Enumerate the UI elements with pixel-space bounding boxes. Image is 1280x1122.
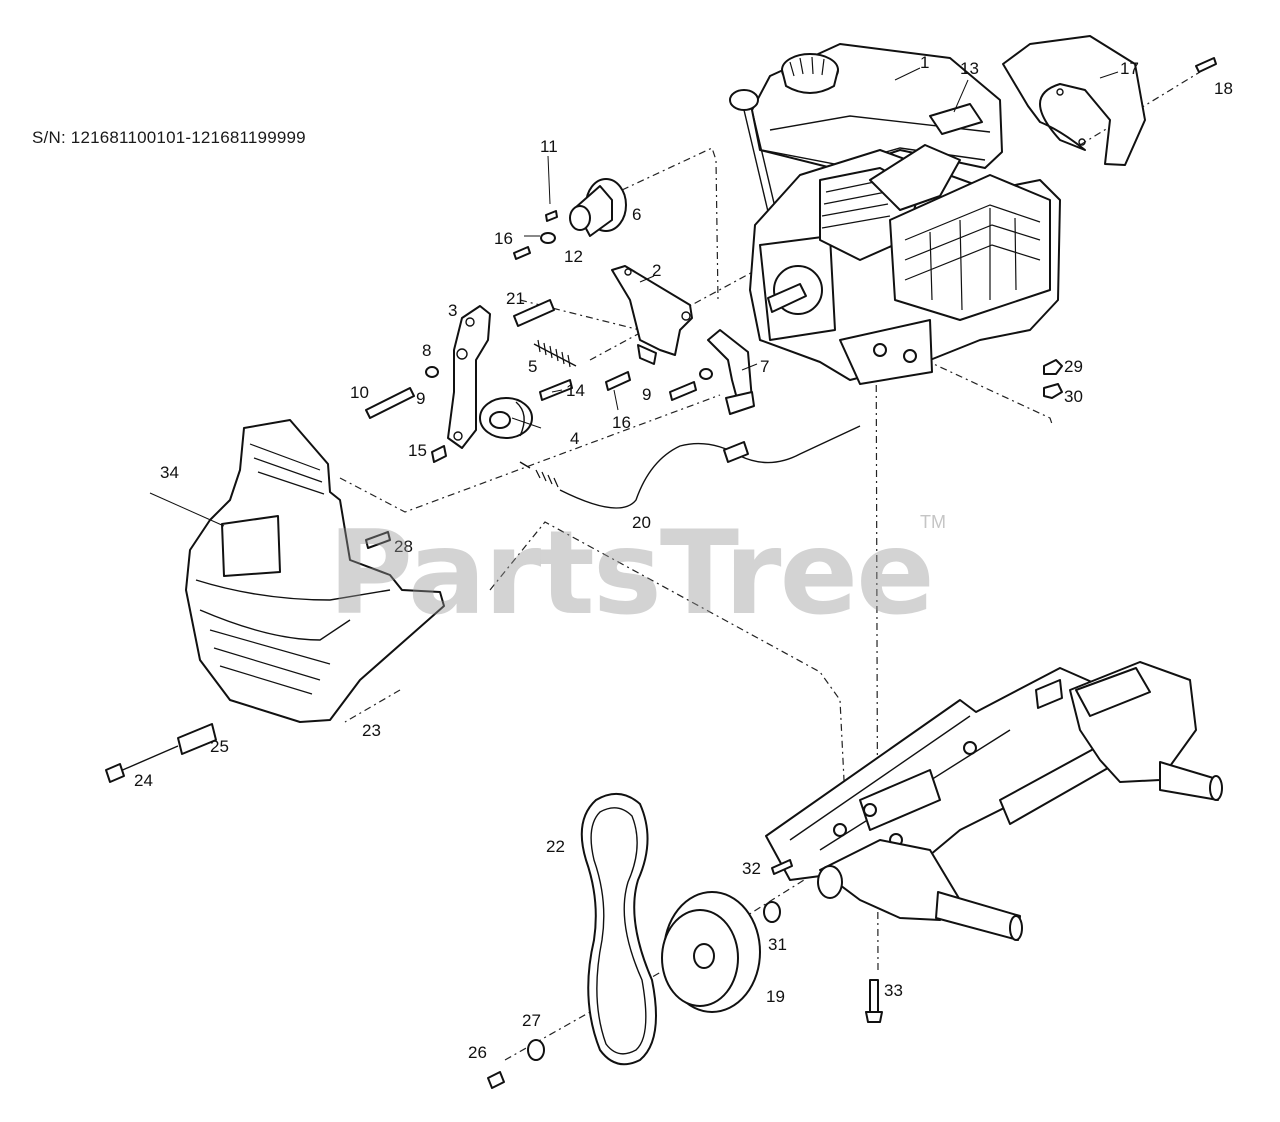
control-cable xyxy=(519,425,861,509)
callout-15: 15 xyxy=(408,441,427,460)
serial-number-range: S/N: 121681100101-121681199999 xyxy=(32,128,306,147)
callout-24: 24 xyxy=(134,771,153,790)
pulley-hardware xyxy=(487,1039,545,1089)
control-bracket xyxy=(605,329,755,415)
callout-18: 18 xyxy=(1214,79,1233,98)
callout-16a: 16 xyxy=(494,229,513,248)
callout-23: 23 xyxy=(362,721,381,740)
callout-26: 26 xyxy=(468,1043,487,1062)
disc-cover xyxy=(1002,35,1217,166)
callout-8: 8 xyxy=(422,341,431,360)
engine-bracket xyxy=(611,265,693,365)
callout-7: 7 xyxy=(760,357,769,376)
callout-1: 1 xyxy=(920,53,929,72)
callout-11: 11 xyxy=(540,137,558,156)
callout-19: 19 xyxy=(766,987,785,1006)
callout-10: 10 xyxy=(350,383,369,402)
transmission-pulley xyxy=(661,891,761,1013)
callout-labels: 1 2 3 4 5 6 7 8 9 9 10 11 12 13 14 15 16… xyxy=(134,53,1233,1062)
callout-3: 3 xyxy=(448,301,457,320)
callout-5: 5 xyxy=(528,357,537,376)
callout-17: 17 xyxy=(1120,59,1139,78)
callout-20: 20 xyxy=(632,513,651,532)
nuts xyxy=(1043,359,1063,399)
cover-hardware xyxy=(105,723,217,783)
callout-32: 32 xyxy=(742,859,761,878)
callout-22: 22 xyxy=(546,837,565,856)
belt-cover xyxy=(185,419,445,723)
engine-assembly xyxy=(729,43,1061,385)
callout-6: 6 xyxy=(632,205,641,224)
callout-28: 28 xyxy=(394,537,413,556)
callout-2: 2 xyxy=(652,261,661,280)
callout-12: 12 xyxy=(564,247,583,266)
callout-33: 33 xyxy=(884,981,903,1000)
callout-13: 13 xyxy=(960,59,979,78)
trademark-symbol: TM xyxy=(920,512,946,532)
callout-21: 21 xyxy=(506,289,525,308)
callout-29: 29 xyxy=(1064,357,1083,376)
transmission-assembly xyxy=(765,661,1223,941)
idler-assembly xyxy=(365,299,577,463)
callout-34: 34 xyxy=(160,463,179,482)
callout-16b: 16 xyxy=(612,413,631,432)
drive-belt xyxy=(580,793,657,1066)
callout-27: 27 xyxy=(522,1011,541,1030)
callout-25: 25 xyxy=(210,737,229,756)
watermark-logo: PartsTree xyxy=(328,506,935,641)
callout-31: 31 xyxy=(768,935,787,954)
callout-30: 30 xyxy=(1064,387,1083,406)
callout-14: 14 xyxy=(566,381,585,400)
callout-9a: 9 xyxy=(416,389,425,408)
engine-pulley xyxy=(513,178,627,260)
callout-leaders xyxy=(149,67,1119,527)
axle-hardware xyxy=(763,859,883,1023)
callout-9b: 9 xyxy=(642,385,651,404)
callout-4: 4 xyxy=(570,429,579,448)
